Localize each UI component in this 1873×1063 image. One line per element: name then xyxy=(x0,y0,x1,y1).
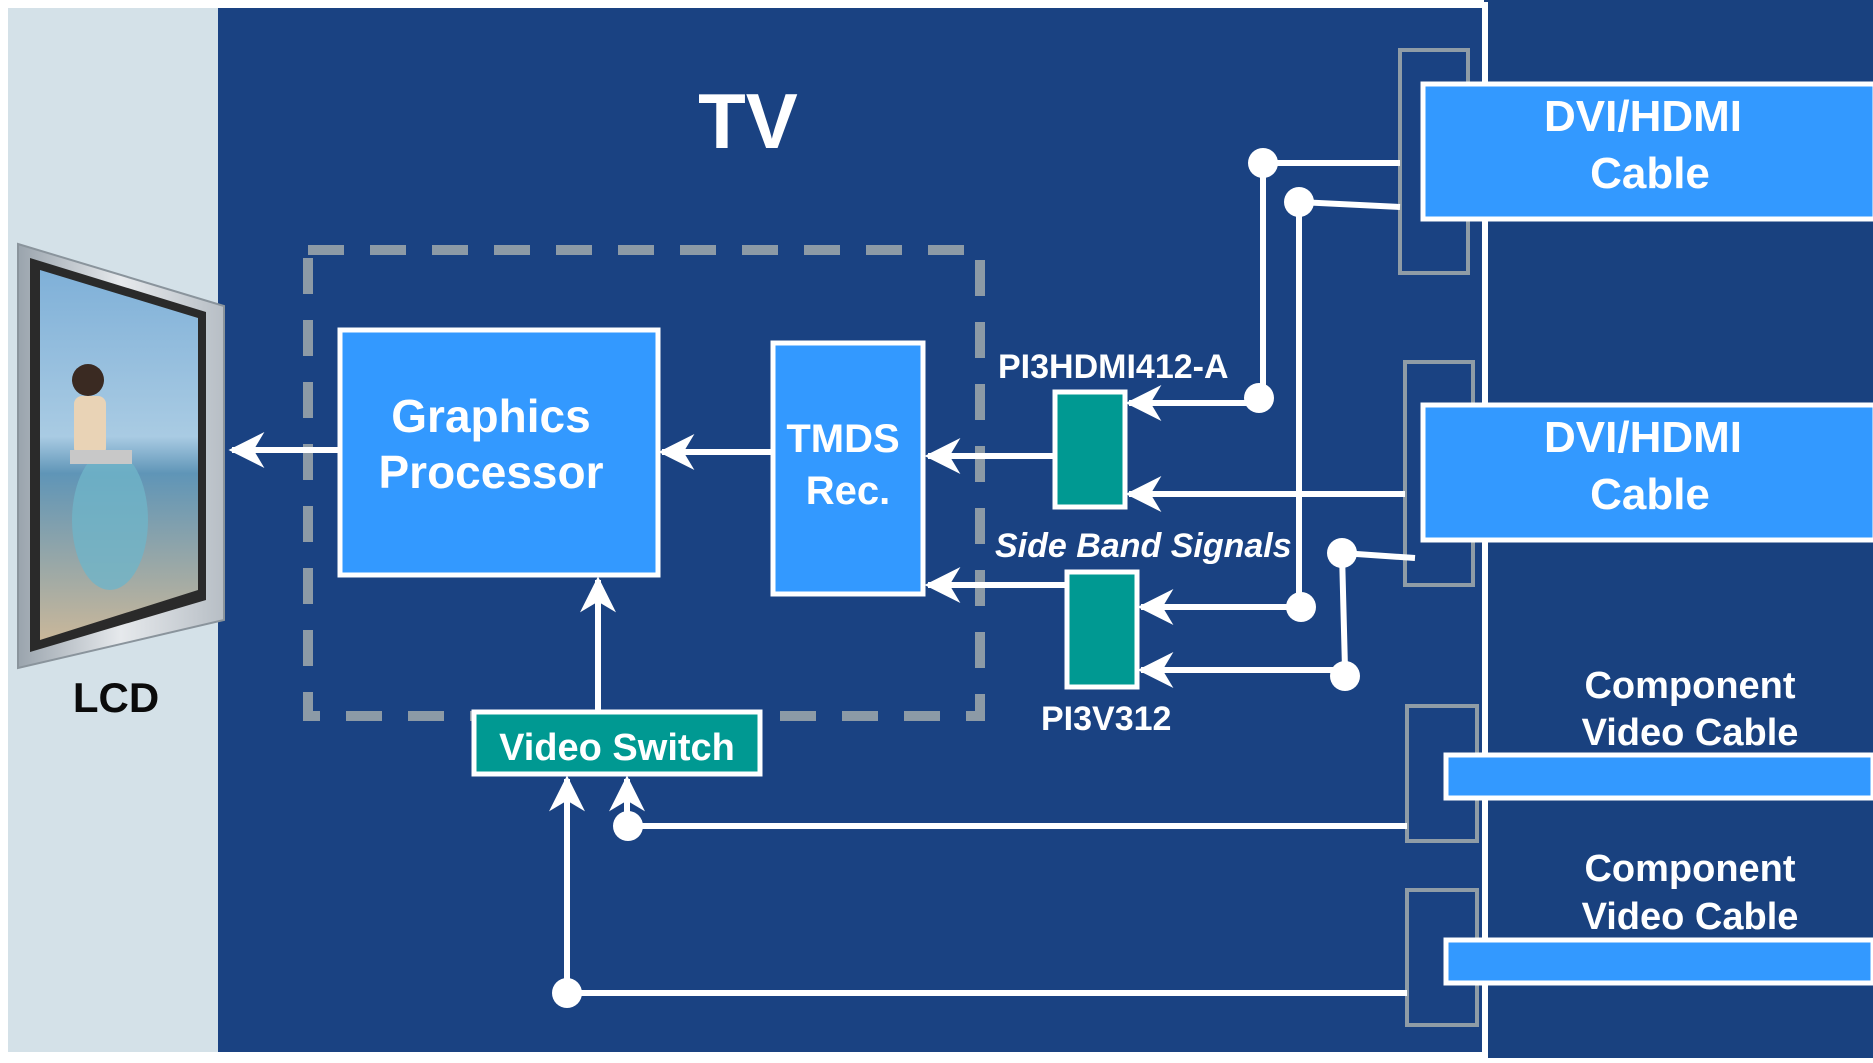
sideband-signals-label: Side Band Signals xyxy=(995,527,1292,565)
lcd-tv-icon xyxy=(17,242,225,670)
tv-title: TV xyxy=(698,77,798,165)
processing-boundary xyxy=(303,245,985,721)
tmds-receiver-label-line1: TMDS xyxy=(786,417,899,461)
dvi-hdmi-cable-2-line1: DVI/HDMI xyxy=(1544,413,1742,462)
tmds-receiver-block xyxy=(770,340,926,597)
dvi-hdmi-cable-1-line2: Cable xyxy=(1590,149,1710,198)
junction-dots xyxy=(552,148,1360,1008)
junction-dot xyxy=(1248,148,1278,178)
tmds-receiver-label-line2: Rec. xyxy=(806,469,891,513)
component-cable-2 xyxy=(1443,937,1873,986)
junction-dot xyxy=(1327,538,1357,568)
junction-dot xyxy=(552,978,582,1008)
junction-dot xyxy=(1286,592,1316,622)
graphics-processor-label-line2: Processor xyxy=(378,446,603,498)
video-switch-label: Video Switch xyxy=(499,727,735,769)
dvi-hdmi-cable-1 xyxy=(1420,81,1873,222)
junction-dot xyxy=(1244,383,1274,413)
graphics-processor-block xyxy=(337,327,661,578)
dvi-hdmi-cable-2-line2: Cable xyxy=(1590,470,1710,519)
junction-dot xyxy=(1284,187,1314,217)
component-cable-1 xyxy=(1443,752,1873,801)
component-cable-2-line2: Video Cable xyxy=(1582,896,1799,938)
lcd-label: LCD xyxy=(73,674,159,721)
component-cable-1-line2: Video Cable xyxy=(1582,712,1799,754)
component-cable-2-line1: Component xyxy=(1584,848,1795,890)
dvi-hdmi-cable-1-line1: DVI/HDMI xyxy=(1544,92,1742,141)
junction-dot xyxy=(1330,661,1360,691)
hdmi-switch-chip xyxy=(1052,389,1128,510)
hdmi-switch-chip-label: PI3HDMI412-A xyxy=(998,348,1229,386)
sideband-switch-chip-label: PI3V312 xyxy=(1041,700,1171,738)
graphics-processor-label-line1: Graphics xyxy=(391,390,590,442)
sideband-switch-chip xyxy=(1064,569,1140,690)
junction-dot xyxy=(613,811,643,841)
dvi-hdmi-cable-2 xyxy=(1420,402,1873,543)
component-cable-1-line1: Component xyxy=(1584,665,1795,707)
video-switch-block xyxy=(471,709,763,777)
